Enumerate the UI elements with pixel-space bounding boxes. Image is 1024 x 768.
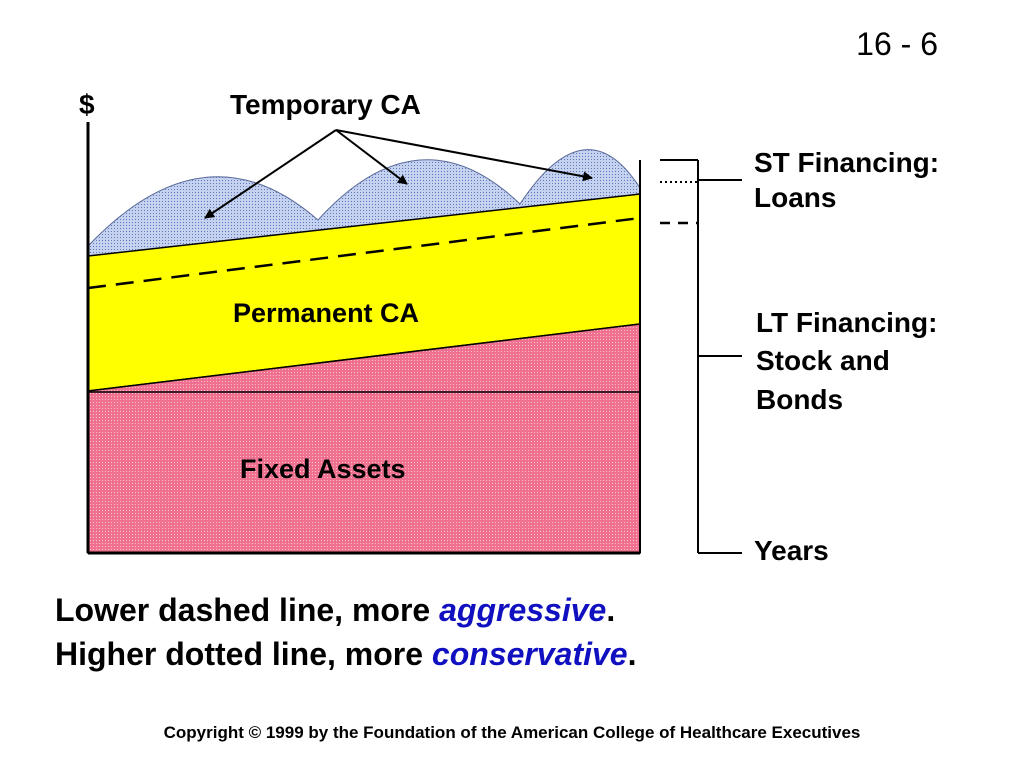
lt-financing-label-line1: LT Financing: (756, 307, 937, 338)
aggressive-dashed-line (87, 216, 641, 290)
aggressive-emphasis: aggressive (439, 592, 607, 628)
y-axis-label: $ (79, 89, 95, 120)
caption-line-conservative: Higher dotted line, more conservative. (55, 636, 637, 672)
lt-financing-label-line2: Stock and (756, 345, 890, 376)
x-axis-label: Years (754, 535, 829, 566)
working-capital-diagram: $ Temporary CA Permanent CA Fixed Assets… (79, 89, 939, 566)
slide-number: 16 - 6 (856, 26, 938, 62)
arrow-temporary-ca-1 (204, 129, 337, 219)
conservative-emphasis: conservative (431, 636, 628, 672)
lt-financing-label-line3: Bonds (756, 384, 843, 415)
arrow-temporary-ca-3 (335, 129, 593, 182)
temporary-ca-area (87, 149, 641, 257)
st-financing-label-line1: ST Financing: (754, 147, 939, 178)
arrow-temporary-ca-2 (335, 129, 408, 185)
fixed-assets-label: Fixed Assets (240, 454, 406, 484)
copyright-notice: Copyright © 1999 by the Foundation of th… (163, 723, 861, 742)
temporary-ca-label: Temporary CA (230, 89, 421, 120)
caption: Lower dashed line, more aggressive. High… (55, 588, 636, 676)
st-financing-label-line2: Loans (754, 182, 836, 213)
permanent-ca-label: Permanent CA (233, 298, 419, 328)
caption-line-aggressive: Lower dashed line, more aggressive. (55, 592, 616, 628)
